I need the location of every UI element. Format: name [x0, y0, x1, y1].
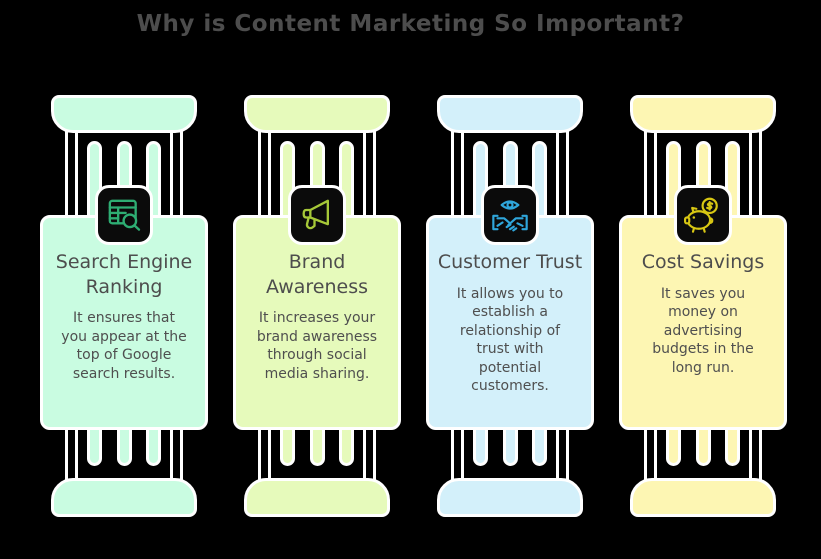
icon-box	[481, 185, 539, 245]
shaft-outer-bar	[258, 125, 271, 221]
shaft-inner-bar	[87, 427, 102, 466]
shaft-outer-bar	[170, 125, 183, 221]
icon-box	[95, 185, 153, 245]
shaft-inner-bar	[666, 427, 681, 466]
pillar-cost-savings: Cost Savings It saves you money on adver…	[619, 95, 787, 517]
pillar-capital	[630, 95, 776, 133]
shaft-inner-bar	[280, 427, 295, 466]
pillar-card: Brand Awareness It increases your brand …	[233, 215, 401, 430]
pillar-base	[437, 478, 583, 517]
pillar-card: Cost Savings It saves you money on adver…	[619, 215, 787, 430]
pillar-capital	[244, 95, 390, 133]
shaft-outer-bar	[556, 425, 569, 482]
shaft-outer-bar	[451, 425, 464, 482]
shaft-outer-bar	[749, 425, 762, 482]
shaft-outer-bar	[363, 125, 376, 221]
pillar-body: It saves you money on advertising budget…	[652, 285, 754, 376]
pillar-customer-trust: Customer Trust It allows you to establis…	[426, 95, 594, 517]
pillar-base	[244, 478, 390, 517]
shaft-inner-bar	[695, 427, 711, 466]
pillar-card: Customer Trust It allows you to establis…	[426, 215, 594, 430]
icon-box	[288, 185, 346, 245]
pillar-body: It ensures that you appear at the top of…	[61, 310, 187, 382]
pillar-capital	[51, 95, 197, 133]
page-title: Why is Content Marketing So Important?	[136, 11, 685, 37]
pillar-row: Search Engine Ranking It ensures that yo…	[40, 95, 787, 517]
table-search-icon	[108, 199, 141, 231]
shaft-outer-bar	[749, 125, 762, 221]
pillar-heading: Search Engine Ranking	[55, 251, 193, 298]
pillar-heading: Cost Savings	[641, 251, 765, 273]
shaft-outer-bar	[258, 425, 271, 482]
megaphone-icon	[302, 199, 329, 230]
piggy-bank-icon	[684, 197, 718, 233]
pillar-brand-awareness: Brand Awareness It increases your brand …	[233, 95, 401, 517]
shaft-inner-bar	[339, 427, 354, 466]
shaft-outer-bar	[451, 125, 464, 221]
shaft-inner-bar	[725, 427, 740, 466]
pillar-body: It increases your brand awareness throug…	[256, 310, 378, 382]
shaft-inner-bar	[309, 427, 325, 466]
pillar-base	[51, 478, 197, 517]
shaft-outer-bar	[363, 425, 376, 482]
pillar-body: It allows you to establish a relationshi…	[456, 285, 564, 395]
shaft-outer-bar	[65, 125, 78, 221]
shaft-inner-bar	[532, 427, 547, 466]
pillar-capital	[437, 95, 583, 133]
pillar-search-engine-ranking: Search Engine Ranking It ensures that yo…	[40, 95, 208, 517]
shaft-inner-bar	[116, 427, 132, 466]
icon-box	[674, 185, 732, 245]
shaft-outer-bar	[65, 425, 78, 482]
shaft-inner-bar	[473, 427, 488, 466]
pillar-card: Search Engine Ranking It ensures that yo…	[40, 215, 208, 430]
shaft-outer-bar	[170, 425, 183, 482]
pillar-heading: Brand Awareness	[265, 251, 369, 298]
shaft-inner-bar	[502, 427, 518, 466]
pillar-heading: Customer Trust	[437, 251, 583, 273]
shaft-outer-bar	[644, 125, 657, 221]
pillar-base	[630, 478, 776, 517]
eye-handshake-icon	[492, 200, 528, 232]
shaft-outer-bar	[556, 125, 569, 221]
shaft-outer-bar	[644, 425, 657, 482]
shaft-inner-bar	[146, 427, 161, 466]
